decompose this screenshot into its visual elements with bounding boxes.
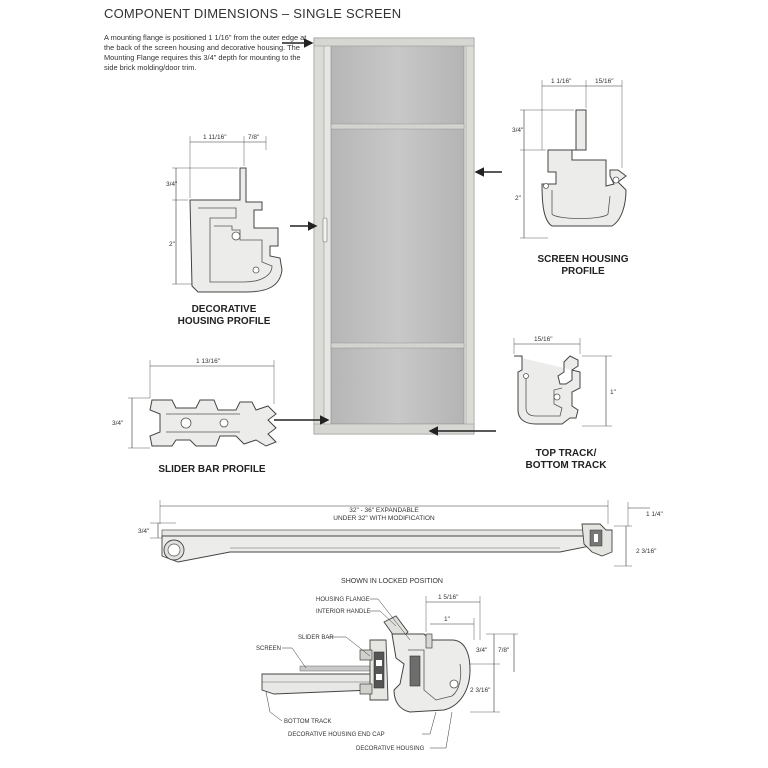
callout-end-cap: DECORATIVE HOUSING END CAP (288, 732, 385, 738)
plan-dim-right-top: 1 1/4" (646, 511, 663, 518)
intro-paragraph: A mounting flange is positioned 1 1/16" … (104, 33, 307, 72)
callout-bottom-track: BOTTOM TRACK (284, 719, 331, 725)
screen-housing-heading-line1: SCREEN HOUSING (537, 254, 628, 265)
screen-housing-dim-height-b: 2" (515, 195, 522, 202)
locked-heading: SHOWN IN LOCKED POSITION (341, 578, 443, 585)
callout-slider-bar: SLIDER BAR (298, 635, 334, 641)
screen-housing-dim-width-b: 15/16" (595, 78, 614, 85)
track-profile (514, 355, 581, 425)
locked-dim-side-b: 7/8" (498, 647, 510, 654)
slider-bar-dim-width: 1 13/16" (196, 358, 221, 365)
decorative-heading-line2: HOUSING PROFILE (178, 316, 271, 327)
callout-screen: SCREEN (256, 646, 281, 652)
plan-span-line1: 32" - 36" EXPANDABLE (349, 507, 419, 514)
decorative-heading-line1: DECORATIVE (192, 304, 257, 315)
door-handle-icon (322, 217, 328, 243)
track-dim-width: 15/16" (534, 336, 553, 343)
locked-dim-top-b: 1" (444, 616, 451, 623)
decorative-dim-width-a: 1 11/16" (203, 134, 227, 141)
locked-position-detail (261, 615, 471, 713)
plan-span-line2: UNDER 32" WITH MODIFICATION (333, 515, 435, 522)
screen-door-illustration (313, 37, 475, 435)
locked-dim-side-a: 3/4" (476, 647, 488, 654)
screen-housing-profile (541, 109, 627, 227)
track-dim-height: 1" (610, 389, 617, 396)
screen-housing-heading-line2: PROFILE (561, 266, 605, 277)
plan-dim-left: 3/4" (138, 528, 150, 535)
decorative-dim-height-a: 3/4" (166, 181, 178, 188)
slider-bar-dim-height: 3/4" (112, 420, 124, 427)
callout-interior-handle: INTERIOR HANDLE (316, 609, 371, 615)
track-heading-line2: BOTTOM TRACK (526, 460, 608, 471)
callout-decorative-housing: DECORATIVE HOUSING (356, 746, 425, 752)
slider-bar-heading: SLIDER BAR PROFILE (158, 464, 266, 475)
plan-view: 32" - 36" EXPANDABLE UNDER 32" WITH MODI… (159, 500, 613, 563)
decorative-dim-height-b: 2" (169, 241, 176, 248)
locked-dim-side-c: 2 3/16" (470, 687, 491, 694)
plan-dim-right-side: 2 3/16" (636, 548, 657, 555)
track-heading-line1: TOP TRACK/ (536, 448, 597, 459)
decorative-dim-width-b: 7/8" (248, 134, 260, 141)
page-title: COMPONENT DIMENSIONS – SINGLE SCREEN (104, 6, 402, 21)
screen-housing-dim-height-a: 3/4" (512, 127, 524, 134)
callout-housing-flange: HOUSING FLANGE (316, 597, 370, 603)
slider-bar-profile (149, 399, 277, 447)
screen-housing-dim-width-a: 1 1/16" (551, 78, 572, 85)
decorative-housing-profile (189, 167, 283, 293)
locked-dim-top-a: 1 5/16" (438, 594, 459, 601)
